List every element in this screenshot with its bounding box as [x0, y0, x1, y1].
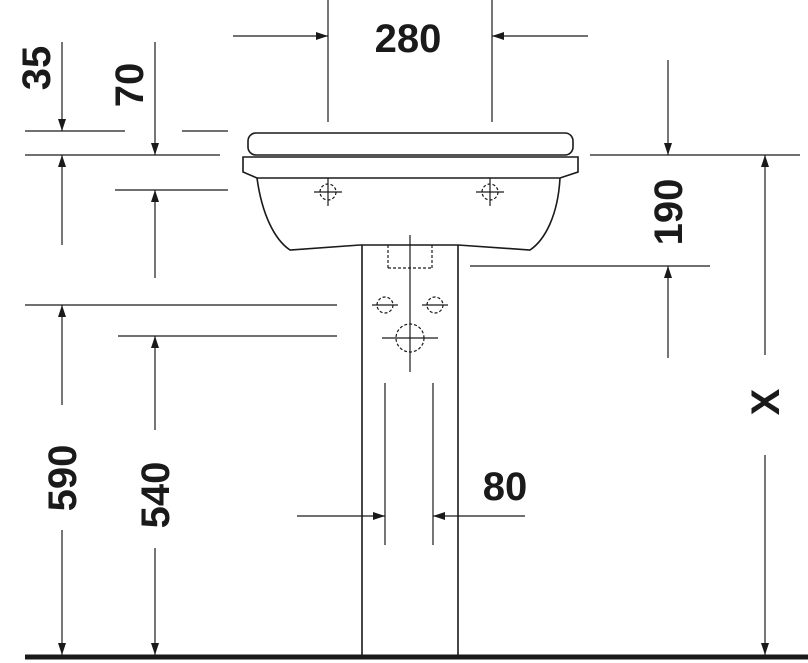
dimension-70: 70 [108, 63, 152, 108]
dimension-190: 190 [647, 179, 691, 246]
tap-hole-right [476, 178, 504, 206]
dimension-80: 80 [483, 465, 528, 509]
pedestal [361, 235, 459, 657]
basin [242, 132, 579, 269]
tap-hole-left [314, 178, 342, 206]
dimension-35: 35 [15, 46, 59, 91]
dimension-540: 540 [134, 462, 178, 529]
dimension-x: X [744, 388, 788, 415]
dimension-590: 590 [41, 445, 85, 512]
dimension-basin-width: 280 [375, 17, 442, 61]
